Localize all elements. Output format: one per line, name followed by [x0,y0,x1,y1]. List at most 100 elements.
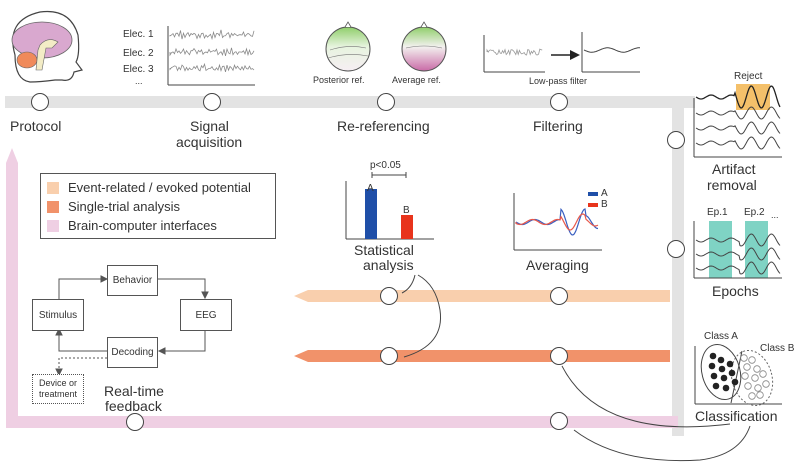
averaging-plot [514,192,602,250]
label-averaging: Averaging [526,257,589,273]
class-b-point [763,381,770,388]
class-b-point [745,383,752,390]
legend-label-bci: Brain-computer interfaces [68,218,217,233]
low-pass-filter-label: Low-pass filter [529,76,587,86]
device-line-2: treatment [39,389,77,400]
device-treatment-box[interactable]: Device or treatment [32,374,84,404]
class-a-point [711,373,718,380]
noisy-trace [487,49,542,55]
node-filtering[interactable] [550,93,568,111]
bar-b [401,215,413,239]
decoding-box[interactable]: Decoding [107,337,158,368]
node-epochs[interactable] [667,240,685,258]
class-a-point [732,379,739,386]
label-protocol: Protocol [10,118,61,134]
class-b-point [755,385,762,392]
elec-1-label: Elec. 1 [123,29,154,40]
raw-signal-plot [168,26,255,85]
class-connector-bci [574,426,750,461]
class-a-point [709,363,716,370]
legend-swatch-single-trial [47,201,59,213]
node-re-referencing[interactable] [377,93,395,111]
node-artifact-removal[interactable] [667,131,685,149]
head-brain-icon [12,11,82,82]
significance-label: p<0.05 [370,160,401,171]
legend-a-swatch [588,192,598,196]
label-filtering: Filtering [533,118,583,134]
class-b-point [752,375,759,382]
ep2-label: Ep.2 [744,207,765,218]
class-b-point [757,392,764,399]
epochs-plot [694,221,782,278]
node-averaging-erp[interactable] [550,287,568,305]
avg-legend-a: A [601,188,608,199]
legend-b-swatch [588,203,598,207]
average-ref-topomap [402,22,446,71]
posterior-ref-label: Posterior ref. [313,75,365,85]
class-a-point [719,366,726,373]
ep1-label: Ep.1 [707,207,728,218]
label-artifact-2: removal [707,177,757,193]
legend-label-erp: Event-related / evoked potential [68,180,251,195]
class-b-label: Class B [760,343,794,354]
class-a-label: Class A [704,331,738,342]
legend-item-erp: Event-related / evoked potential [47,178,269,197]
behavior-box[interactable]: Behavior [107,265,158,296]
label-artifact-1: Artifact [712,161,756,177]
raw-trace-2 [170,48,254,56]
legend-item-bci: Brain-computer interfaces [47,216,269,235]
class-b-point [749,357,756,364]
class-a-point [729,370,736,377]
class-b-point [741,355,748,362]
class-a-point [723,385,730,392]
label-realtime-2: feedback [105,398,162,414]
artifact-trace-3 [696,122,780,134]
node-classification-bci[interactable] [550,412,568,430]
elec-3-label: Elec. 3 [123,64,154,75]
raw-trace-1 [170,30,254,39]
class-b-point [760,371,767,378]
node-statistical-erp[interactable] [380,287,398,305]
class-a-point [727,361,734,368]
reject-label: Reject [734,71,762,82]
node-protocol[interactable] [31,93,49,111]
label-signal-acquisition-2: acquisition [176,134,242,150]
statistical-bar-chart [346,172,434,239]
artifact-trace-4 [696,137,780,149]
class-b-point [754,366,761,373]
bci-track-bottom [6,416,678,428]
class-a-point [713,383,720,390]
artifact-plot [694,84,782,157]
label-re-referencing: Re-referencing [337,118,430,134]
bar-b-label: B [403,205,410,216]
node-statistical-single[interactable] [380,347,398,365]
node-classification-single[interactable] [550,347,568,365]
elec-2-label: Elec. 2 [123,48,154,59]
erp-track [294,290,670,302]
class-b-point [749,393,756,400]
posterior-ref-topomap [326,22,370,71]
track-legend: Event-related / evoked potential Single-… [40,173,276,239]
legend-swatch-erp [47,182,59,194]
stimulus-box[interactable]: Stimulus [32,299,84,331]
class-a-point [718,357,725,364]
legend-swatch-bci [47,220,59,232]
label-realtime-1: Real-time [104,383,164,399]
eeg-box[interactable]: EEG [180,299,232,331]
node-realtime-feedback[interactable] [126,413,144,431]
label-statistical-1: Statistical [354,242,414,258]
single-trial-track [294,350,670,362]
label-epochs: Epochs [712,283,759,299]
node-signal-acquisition[interactable] [203,93,221,111]
label-statistical-2: analysis [363,257,414,273]
elec-more-label: ... [135,76,143,86]
label-signal-acquisition-1: Signal [190,118,229,134]
bci-track-arrowhead [6,148,18,163]
class-b-point [742,373,749,380]
class-a-point [710,353,717,360]
legend-label-single-trial: Single-trial analysis [68,199,180,214]
bar-a [365,189,377,239]
legend-item-single-trial: Single-trial analysis [47,197,269,216]
bar-a-label: A [367,183,374,194]
label-classification: Classification [695,408,777,424]
